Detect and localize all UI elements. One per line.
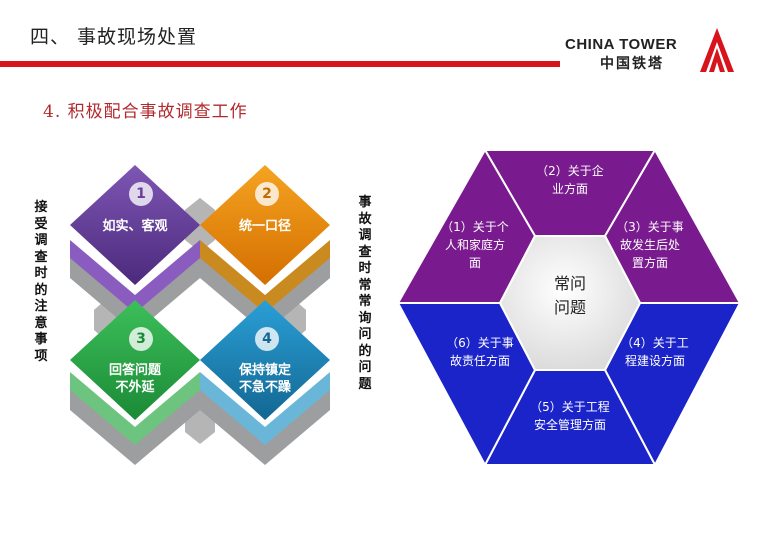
diamond-1-label: 如实、客观 [102,219,168,234]
header-red-bar [0,61,560,67]
diamond-2 [200,165,330,333]
diamond-4-number: 4 [255,327,279,351]
diamond-3-number: 3 [129,327,153,351]
diamond-1-number: 1 [129,182,153,206]
brand-name-en: CHINA TOWER [565,36,678,53]
hexagon-segment-6: （6）关于事 故责任方面 [446,336,514,368]
left-vertical-label: 接受调查时的注意事项 [34,200,48,364]
hexagon-segment-4: （4）关于工 程建设方面 [621,336,689,368]
hexagon-segment-1: （1）关于个 人和家庭方 面 [441,220,509,270]
section-title: 四、 事故现场处置 [30,26,198,48]
diamond-4-label: 保持镇定 不急不躁 [238,363,291,395]
diamond-3 [70,300,200,465]
diamond-3-label: 回答问题 不外延 [108,363,161,395]
hexagon-segment-3: （3）关于事 故发生后处 置方面 [616,220,684,270]
diamond-2-number: 2 [255,182,279,206]
hexagon-center-label: 常问 问题 [553,274,586,317]
mid-vertical-label: 事故调查时常常询问的问题 [358,195,372,392]
hexagon-segment-5: （5）关于工程 安全管理方面 [530,400,610,432]
diamond-4 [200,300,330,465]
hexagon-segment-2: （2）关于企 业方面 [536,164,604,196]
diamond-1 [70,165,200,333]
diamond-2-label: 统一口径 [238,219,291,234]
subtitle: 4. 积极配合事故调查工作 [43,102,248,122]
brand-name-zh: 中国铁塔 [600,56,664,72]
china-tower-logo-icon [700,28,734,72]
